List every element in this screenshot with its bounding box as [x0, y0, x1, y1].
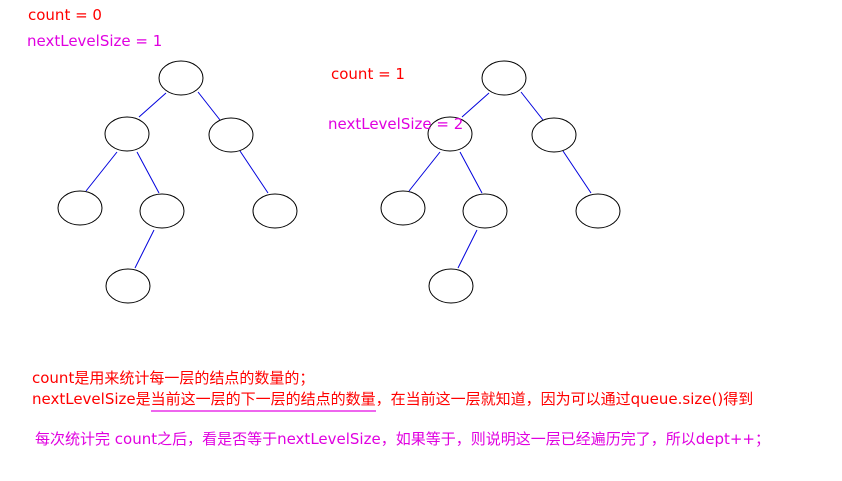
edge	[136, 151, 160, 194]
edge	[408, 151, 441, 192]
tree-node	[208, 117, 254, 153]
tree-node	[481, 60, 527, 96]
right-tree-edges	[408, 91, 592, 269]
left-next-level-size-label: nextLevelSize = 1	[27, 32, 163, 50]
edge	[459, 151, 483, 194]
tree-node	[252, 193, 298, 229]
tree-node	[105, 268, 151, 304]
note-depth-increment: 每次统计完 count之后，看是否等于nextLevelSize，如果等于，则说…	[35, 430, 770, 448]
tree-node	[575, 193, 621, 229]
note-next-level-size-explanation: nextLevelSize是当前这一层的下一层的结点的数量，在当前这一层就知道，…	[32, 390, 754, 412]
edge	[457, 229, 478, 269]
right-tree	[380, 60, 621, 304]
right-count-label: count = 1	[331, 65, 405, 83]
edge	[520, 91, 544, 121]
left-tree-nodes	[57, 60, 298, 304]
tree-node	[462, 193, 508, 229]
right-tree-nodes	[380, 60, 621, 304]
left-count-label: count = 0	[28, 6, 102, 24]
right-next-level-size-label: nextLevelSize = 2	[328, 115, 464, 133]
edge	[134, 229, 155, 269]
note-highlight: 当前这一层的下一层的结点的数量	[150, 390, 376, 412]
left-tree	[57, 60, 298, 304]
left-tree-edges	[85, 91, 269, 269]
tree-node	[427, 116, 473, 152]
edge	[461, 92, 490, 118]
edge	[85, 151, 118, 192]
note-suffix: ，在当前这一层就知道，因为可以通过queue.size()得到	[375, 390, 754, 408]
edge	[562, 150, 592, 194]
tree-node	[57, 190, 103, 226]
tree-node	[104, 116, 150, 152]
tree-node	[531, 117, 577, 153]
tree-node	[158, 60, 204, 96]
edge	[138, 92, 167, 118]
tree-node	[139, 193, 185, 229]
tree-node	[380, 190, 426, 226]
edge	[239, 150, 269, 194]
note-count-explanation: count是用来统计每一层的结点的数量的；	[32, 369, 315, 387]
tree-node	[428, 268, 474, 304]
note-prefix: nextLevelSize是	[32, 390, 151, 408]
edge	[197, 91, 221, 121]
